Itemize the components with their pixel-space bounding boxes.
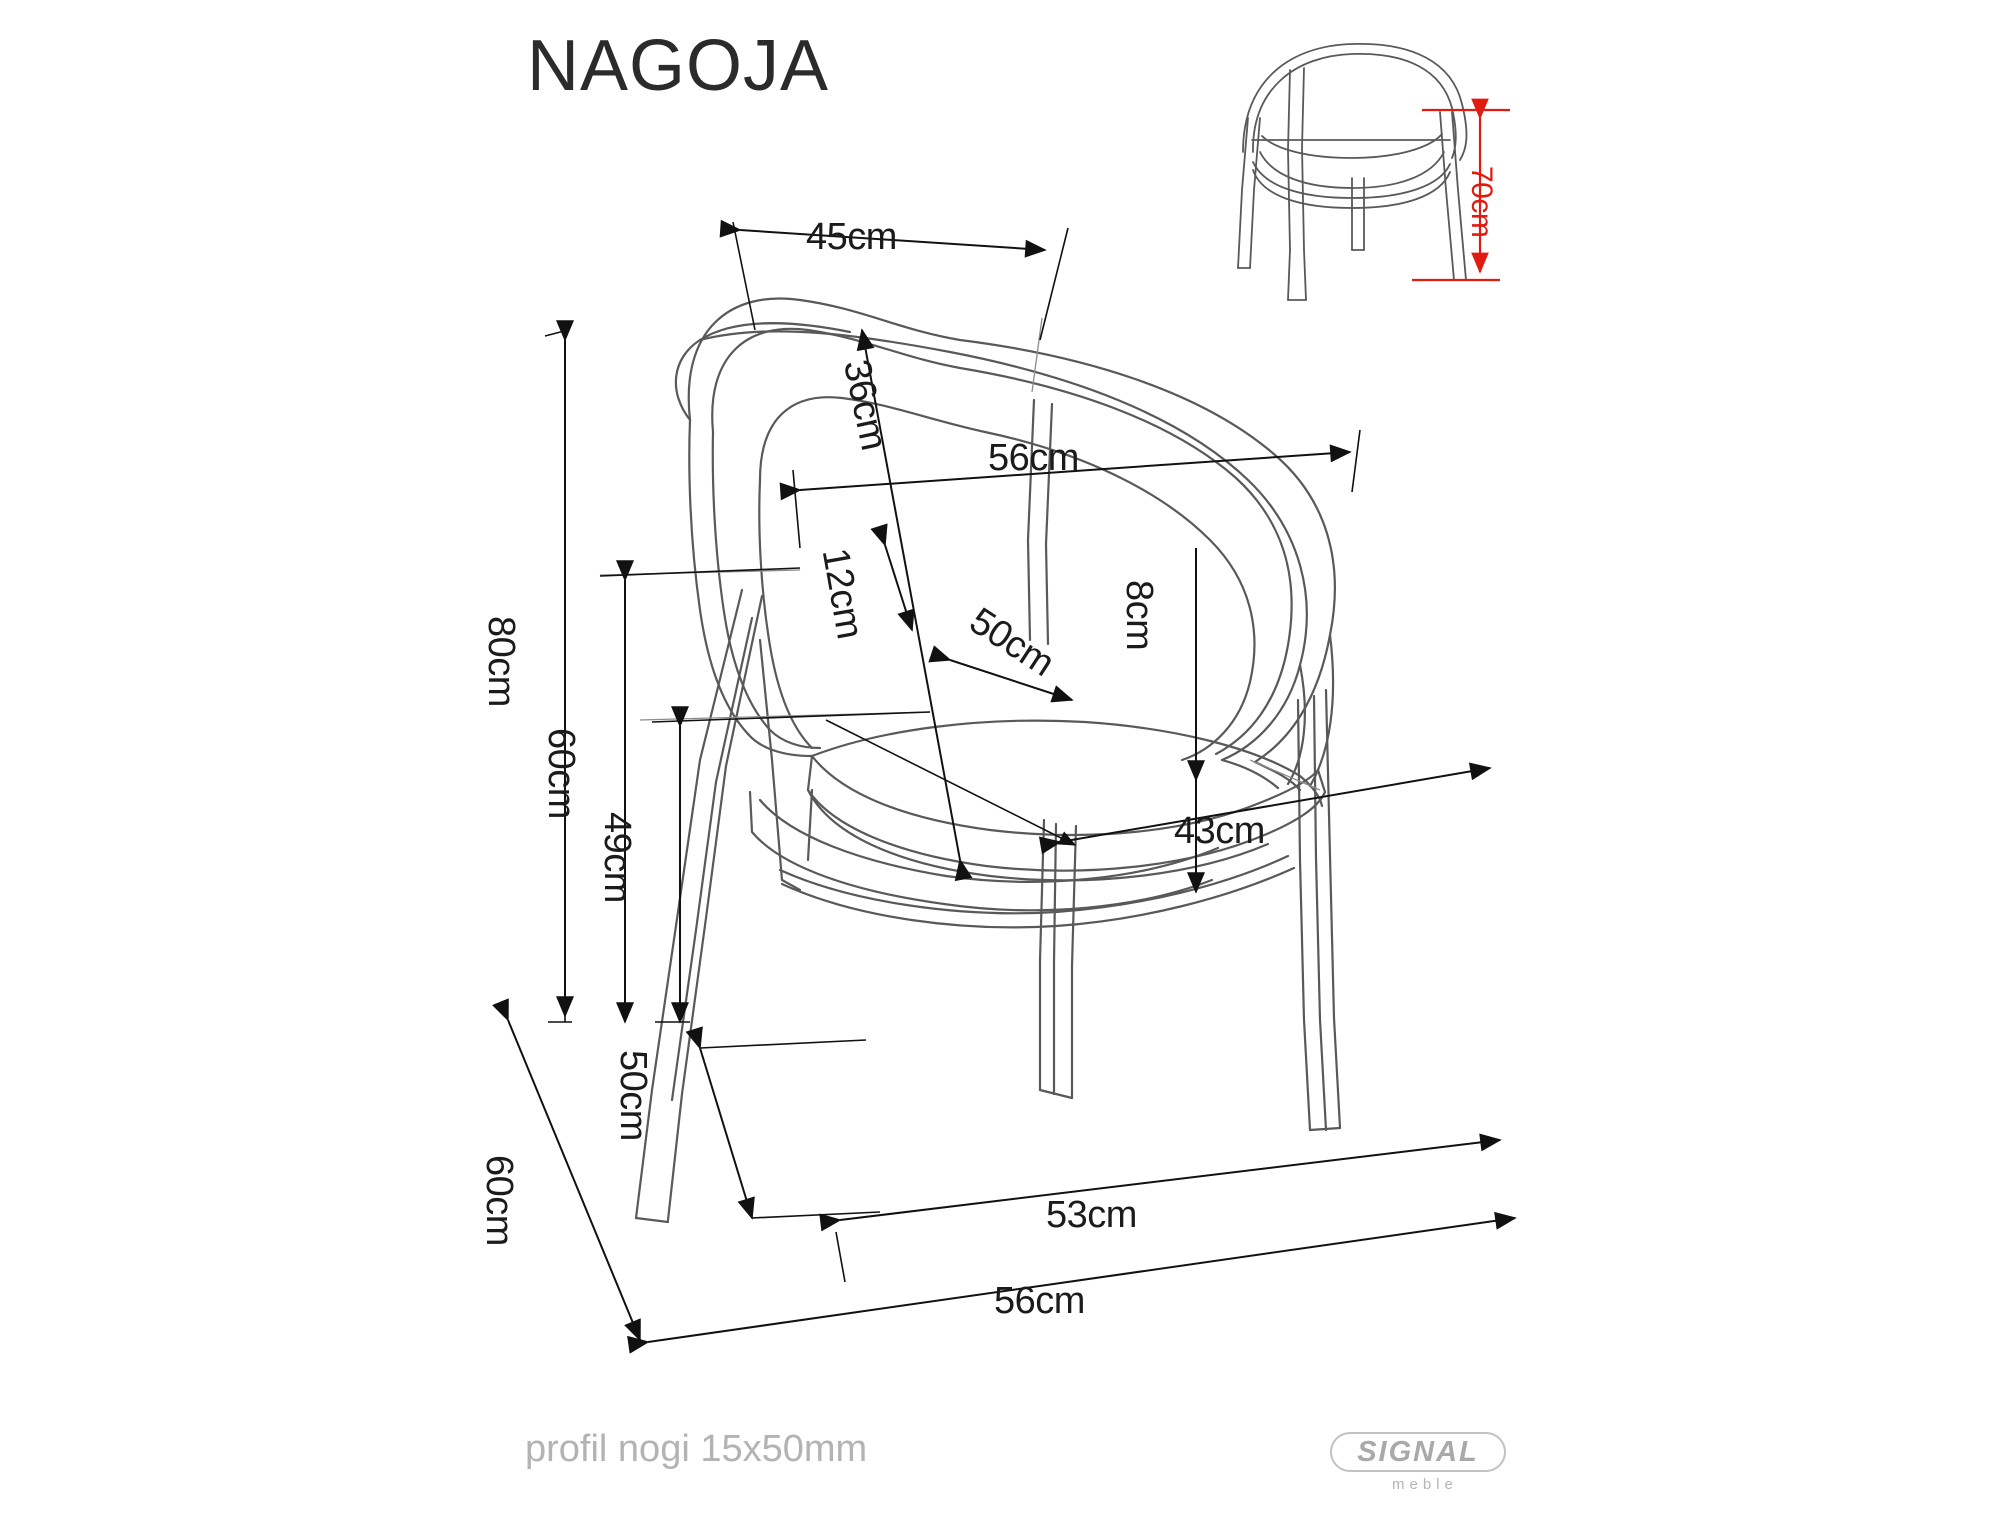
dimension-label-80cm: 80cm	[480, 616, 522, 707]
dim-line-56cm-base	[627, 1211, 1517, 1354]
dimension-label-50cm-depth: 50cm	[612, 1050, 654, 1141]
dimension-label-56cm-base: 56cm	[994, 1280, 1085, 1322]
dimension-label-43cm: 43cm	[1174, 810, 1265, 852]
dimension-label-70cm: 70cm	[1465, 166, 1498, 238]
dimension-label-60cm-depth: 60cm	[478, 1155, 520, 1246]
dimension-label-8cm: 8cm	[1118, 580, 1160, 651]
dimension-label-49cm: 49cm	[596, 812, 638, 903]
dim-line-45cm	[719, 219, 1047, 258]
leg-profile-note: profil nogi 15x50mm	[525, 1428, 868, 1470]
dimension-label-60cm-height: 60cm	[540, 728, 582, 819]
dimension-label-53cm: 53cm	[1046, 1194, 1137, 1236]
dim-line-60cm-depth	[492, 998, 641, 1342]
dim-line-50cm-depth	[685, 1026, 755, 1220]
dimension-label-56cm-upper: 56cm	[988, 437, 1079, 479]
dimension-label-45cm: 45cm	[806, 216, 897, 258]
inset-dimension-70cm	[1412, 98, 1510, 282]
logo-wordmark: SIGNAL	[1357, 1436, 1479, 1468]
dimension-lines	[492, 219, 1517, 1354]
page-title: NAGOJA	[527, 26, 830, 106]
dim-line-56cm-upper	[779, 444, 1352, 501]
dim-line-43cm	[1038, 762, 1492, 855]
inset-chair-front-view	[1237, 43, 1468, 301]
dim-line-12cm	[870, 523, 915, 632]
dim-line-50cm-seat	[928, 645, 1074, 703]
dim-line-53cm	[819, 1133, 1502, 1232]
logo-pill-shape	[1330, 1432, 1506, 1472]
logo-subtitle: meble	[1392, 1476, 1458, 1493]
signal-meble-logo: SIGNAL meble	[1330, 1432, 1510, 1504]
